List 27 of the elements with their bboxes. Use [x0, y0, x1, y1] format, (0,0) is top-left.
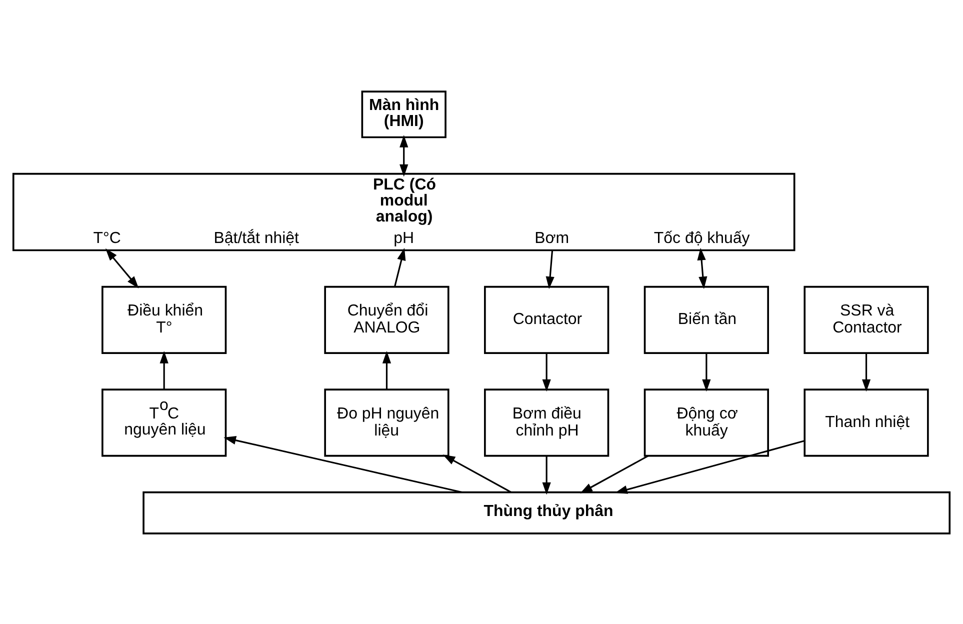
- arrow: [160, 350, 168, 389]
- node-box: Thanh nhiệt: [804, 388, 929, 456]
- node-box: Động cơ khuấy: [644, 388, 769, 456]
- arrow: [580, 454, 649, 493]
- node-box: PLC (Có modul analog) T°C Bật/tắt nhiệt pH Bơm Tốc độ khuấy: [12, 172, 796, 251]
- arrow: [862, 352, 871, 392]
- node-box: Điều khiển T°: [102, 285, 227, 354]
- arrow: [615, 440, 804, 494]
- arrow: [542, 352, 551, 392]
- arrow: [105, 248, 139, 288]
- arrow: [702, 352, 711, 392]
- arrow: [224, 436, 462, 493]
- node-box: Thùng thủy phân: [142, 490, 951, 534]
- arrow: [542, 456, 551, 494]
- arrow: [546, 250, 554, 288]
- arrow: [442, 454, 512, 492]
- arrow: [400, 134, 408, 176]
- arrow: [382, 350, 392, 389]
- node-box: Đo pH nguyên liệu: [324, 388, 450, 456]
- arrow: [697, 247, 708, 288]
- node-box: Bơm điều chỉnh pH: [484, 388, 610, 456]
- node-box: SSR và Contactor: [804, 285, 929, 354]
- node-box: Biến tần: [644, 285, 769, 354]
- node-box: Contactor: [484, 285, 610, 354]
- arrow: [394, 247, 406, 286]
- node-box: Màn hình (HMI): [361, 90, 446, 138]
- node-box: Chuyển đổi ANALOG: [324, 285, 450, 354]
